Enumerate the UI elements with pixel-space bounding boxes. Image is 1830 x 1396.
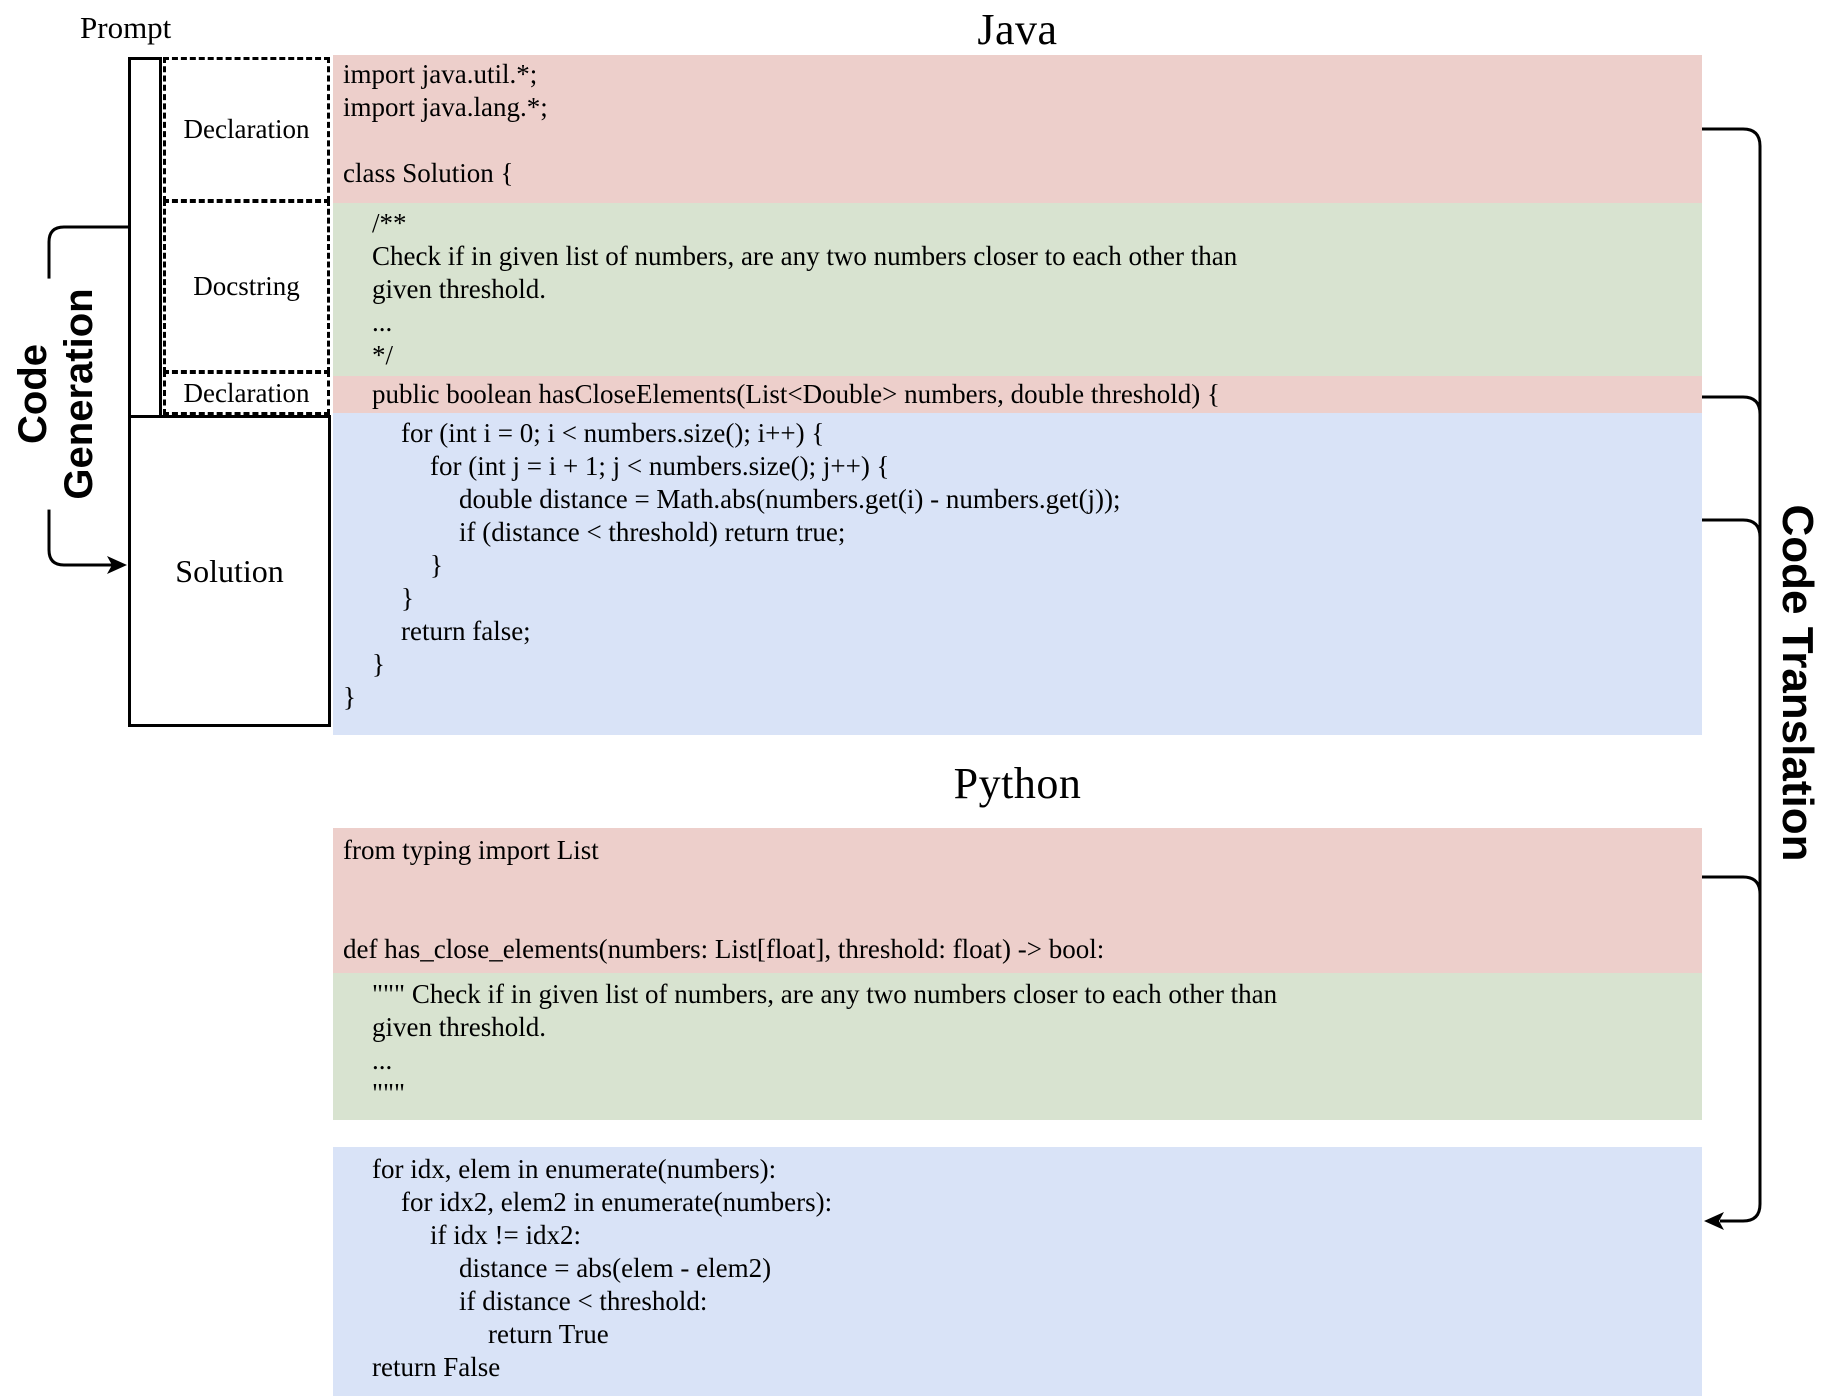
code-generation-label-line: Generation: [57, 288, 101, 500]
code-line: /**: [372, 208, 407, 238]
code-line: */: [372, 340, 394, 370]
code-line: """ Check if in given list of numbers, a…: [372, 979, 1278, 1009]
code-line: }: [430, 550, 443, 580]
python-declaration-block: from typing import List def has_close_el…: [333, 828, 1702, 979]
python-solution-block: for idx, elem in enumerate(numbers):for …: [333, 1147, 1702, 1396]
prompt-spine-box: [128, 57, 162, 415]
docstring-box: Docstring: [163, 200, 330, 373]
python-docstring-block: """ Check if in given list of numbers, a…: [333, 973, 1702, 1120]
code-line: return True: [488, 1319, 609, 1349]
code-line: if distance < threshold:: [459, 1286, 708, 1316]
code-line: return false;: [401, 616, 531, 646]
code-generation-label-line: Code: [11, 344, 55, 444]
code-line: }: [372, 649, 385, 679]
code-line: public boolean hasCloseElements(List<Dou…: [372, 379, 1221, 409]
code-line: [333, 867, 1702, 900]
code-line: import java.lang.*;: [343, 92, 548, 122]
python-title: Python: [953, 759, 1082, 808]
generation-arrowhead-icon: [107, 556, 127, 574]
code-line: for (int j = i + 1; j < numbers.size(); …: [430, 451, 890, 481]
code-line: given threshold.: [372, 1012, 546, 1042]
declaration-top-label: Declaration: [183, 114, 310, 144]
code-line: if idx != idx2:: [430, 1220, 581, 1250]
code-line: }: [401, 583, 414, 613]
declaration-top-box: Declaration: [163, 57, 330, 202]
code-line: given threshold.: [372, 274, 546, 304]
code-line: distance = abs(elem - elem2): [459, 1253, 772, 1283]
prompt-label: Prompt: [80, 10, 172, 45]
code-line: class Solution {: [343, 158, 514, 188]
code-line: for (int i = 0; i < numbers.size(); i++)…: [401, 418, 825, 448]
code-line: for idx, elem in enumerate(numbers):: [372, 1154, 777, 1184]
code-line: from typing import List: [343, 835, 599, 865]
code-line: double distance = Math.abs(numbers.get(i…: [459, 484, 1121, 514]
solution-label: Solution: [175, 552, 284, 589]
code-line: [333, 900, 1702, 933]
code-translation-label: Code Translation: [1772, 504, 1822, 862]
translation-arrowhead-icon: [1704, 1212, 1724, 1230]
java-declaration-block: import java.util.*;import java.lang.*; c…: [333, 55, 1702, 206]
code-line: def has_close_elements(numbers: List[flo…: [343, 934, 1105, 964]
java-declaration2-block: public boolean hasCloseElements(List<Dou…: [333, 376, 1702, 415]
code-translation-bracket: [1702, 127, 1762, 1223]
code-line: """: [372, 1078, 406, 1108]
java-title: Java: [977, 5, 1058, 54]
java-solution-block: for (int i = 0; i < numbers.size(); i++)…: [333, 413, 1702, 735]
code-line: [333, 124, 1702, 157]
code-line: ...: [372, 1045, 393, 1075]
code-line: ...: [372, 307, 393, 337]
code-line: import java.util.*;: [343, 59, 538, 89]
docstring-label: Docstring: [193, 271, 300, 301]
declaration-mid-box: Declaration: [163, 371, 330, 415]
code-line: if (distance < threshold) return true;: [459, 517, 846, 547]
code-line: }: [343, 682, 356, 712]
code-line: for idx2, elem2 in enumerate(numbers):: [401, 1187, 833, 1217]
code-line: Check if in given list of numbers, are a…: [372, 241, 1238, 271]
code-line: return False: [372, 1352, 501, 1382]
solution-box: Solution: [128, 415, 331, 727]
java-docstring-block: /**Check if in given list of numbers, ar…: [333, 203, 1702, 380]
declaration-mid-label: Declaration: [183, 377, 310, 408]
